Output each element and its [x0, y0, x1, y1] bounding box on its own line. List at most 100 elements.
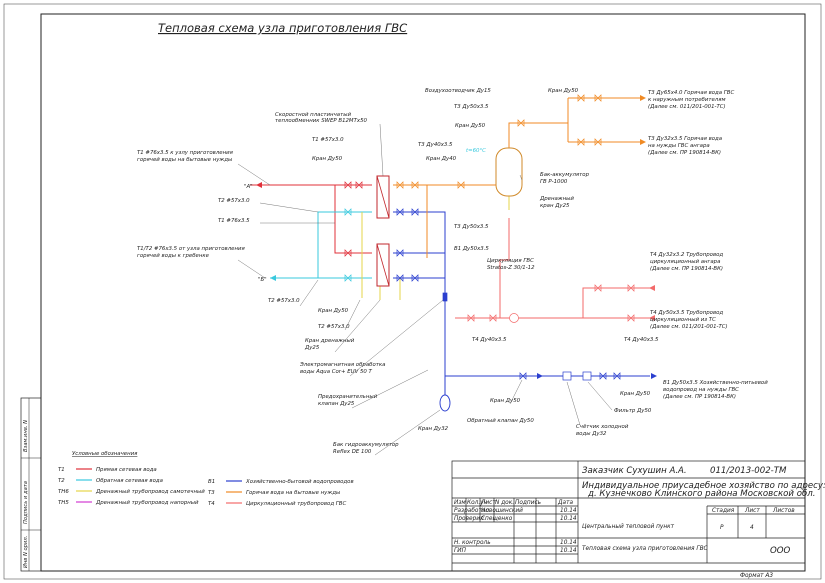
arrow-icon: [270, 275, 276, 281]
legend-code: Т4: [208, 501, 215, 507]
drawing-title: Тепловая схема узла приготовления ГВС: [158, 21, 407, 35]
pipe-t3: [393, 97, 640, 258]
label-t2-76b: горячей воды к гребенке: [137, 253, 210, 259]
arrow-icon: [649, 285, 655, 291]
tb-row2-date: 10.14: [560, 516, 577, 522]
label-kran32: Кран Ду32: [418, 426, 449, 432]
tb-h-ndok: N док.: [495, 500, 514, 506]
valve-icon: [627, 314, 635, 322]
valve-icon: [627, 284, 635, 292]
pipe-drain: [361, 195, 510, 300]
label-vent: Воздухоотводчик Ду15: [425, 88, 491, 94]
meter-icon: [562, 371, 572, 381]
pipe-t2: [270, 211, 372, 279]
tb-row1-name: Новошинский: [481, 508, 523, 514]
inner-frame: [40, 13, 806, 572]
heat-exchangers: [376, 175, 390, 287]
valve-icon: [396, 249, 404, 257]
side-stamp-1: Взам.инв. N: [23, 420, 29, 452]
valves: [256, 94, 657, 381]
label-kran40: Кран Ду40: [426, 156, 457, 162]
outer-frame: [3, 3, 822, 580]
format-label: Формат А3: [740, 573, 773, 579]
tb-row3-role: Н. контроль: [454, 540, 491, 546]
label-t1-76a: Т1 #76х3.5 к узлу приготовления: [137, 150, 234, 156]
label-drain2: кран Ду25: [540, 203, 570, 209]
tb-row2-name: Спещенко: [481, 516, 513, 522]
label-r-t3-1c: (Далее см. 011/201-001-ТС): [648, 104, 726, 110]
valve-icon: [355, 181, 363, 189]
pipe-b1: [393, 211, 650, 398]
tb-h-list: Лист: [480, 500, 496, 506]
tb-row4-date: 10.14: [560, 548, 577, 554]
label-t1-57: Т1 #57х3.0: [312, 137, 344, 143]
label-meter1: Счётчик холодной: [576, 424, 629, 430]
label-r-b1b: водопровод на нужды ГВС: [663, 387, 739, 393]
arrow-icon: [649, 315, 655, 321]
label-r-t3-1a: Т3 Ду65х4.0 Горячая вода ГВС: [648, 90, 735, 96]
tb-row1-date: 10.14: [560, 508, 577, 514]
label-t4-40: Т4 Ду40х3.5: [472, 337, 507, 343]
valve-icon: [411, 274, 419, 282]
valve-icon: [344, 181, 352, 189]
label-pump2: Stratos-Z 30/1-12: [487, 265, 535, 271]
label-expansion1: Бак гидроаккумулятор: [333, 442, 399, 448]
valve-icon: [517, 119, 525, 127]
expansion-vessel-icon: [439, 394, 451, 412]
label-r-t4-1a: Т4 Ду32х3.2 Трубопровод: [650, 252, 723, 258]
label-r-b1c: (Далее см. ПР 190814-ВК): [663, 394, 736, 400]
label-kran50f: Кран Ду50: [620, 391, 651, 397]
tb-section: Центральный тепловой пункт: [582, 524, 675, 530]
tb-h-kol: Кол.уч: [467, 500, 488, 506]
tb-row3-date: 10.14: [560, 540, 577, 546]
valve-icon: [594, 94, 602, 102]
valve-icon: [599, 372, 607, 380]
tb-drawing: Тепловая схема узла приготовления ГВС: [582, 546, 709, 552]
label-t4-40b: Т4 Ду40х3.5: [624, 337, 659, 343]
tb-org: ООО: [770, 546, 791, 556]
legend-text: Дренажный трубопровод самотечный: [95, 489, 205, 495]
valve-icon: [411, 208, 419, 216]
valve-icon: [613, 372, 621, 380]
label-r-b1a: В1 Ду50х3.5 Хозяйственно-питьевой: [663, 380, 768, 386]
label-safety2: клапан Ду25: [318, 401, 355, 407]
tb-h-data: Дата: [557, 500, 573, 506]
valve-icon: [396, 274, 404, 282]
tb-h-podpis: Подпись: [515, 500, 541, 506]
legend-code: Т3: [208, 490, 215, 496]
label-r-t4-1b: циркуляционный ангара: [650, 259, 720, 265]
legend-text: Прямая сетевая вода: [96, 467, 157, 473]
label-r-t3-2b: на нужды ГВС ангара: [648, 143, 710, 149]
label-tank2: ГВ Р-1000: [540, 179, 568, 185]
leader-lines: [237, 123, 613, 456]
valve-icon: [411, 181, 419, 189]
label-tank1: Бак-аккумулятор: [540, 172, 590, 178]
label-mark-a: "А": [244, 184, 253, 190]
pipe-t4: [455, 218, 655, 319]
label-r-t3-1b: к наружным потребителям: [648, 97, 726, 103]
tb-object-1: Индивидуальное приусадебное хозяйство по…: [582, 481, 825, 491]
tb-stage: Р: [720, 525, 724, 531]
label-check: Обратный клапан Ду50: [467, 418, 534, 424]
pipes: [250, 97, 655, 398]
check-valve-icon: [537, 373, 543, 379]
valve-icon: [396, 181, 404, 189]
label-t1-76: Т1 #76х3.5: [218, 218, 250, 224]
legend-text: Дренажный трубопровод напорный: [95, 500, 199, 506]
label-r-t4-2b: циркуляционный из ТС: [650, 317, 716, 323]
valve-icon: [489, 314, 497, 322]
arrow-icon: [640, 139, 646, 145]
label-filter: Фильтр Ду50: [614, 408, 652, 414]
label-kran50d: Кран Ду50: [318, 308, 349, 314]
title-block: [451, 460, 806, 572]
label-pump1: Циркуляция ГВС: [487, 258, 534, 264]
tb-sheet-h: Лист: [744, 508, 760, 514]
pipe-t1: [250, 184, 372, 254]
side-stamp-2: Подпись и дата: [23, 481, 29, 524]
annotations: Воздухоотводчик Ду15 Т3 Ду50х3.5 Кран Ду…: [137, 88, 768, 455]
side-stamp-3: Инв N орил.: [23, 536, 29, 568]
legend-code: В1: [208, 479, 215, 485]
label-softener2: воды Aqua Cor+ EUV 50 T: [300, 369, 373, 375]
label-r-t3-2c: (Далее см. ПР 190814-ВК): [648, 150, 721, 156]
tb-row4-role: ГИП: [454, 548, 467, 554]
